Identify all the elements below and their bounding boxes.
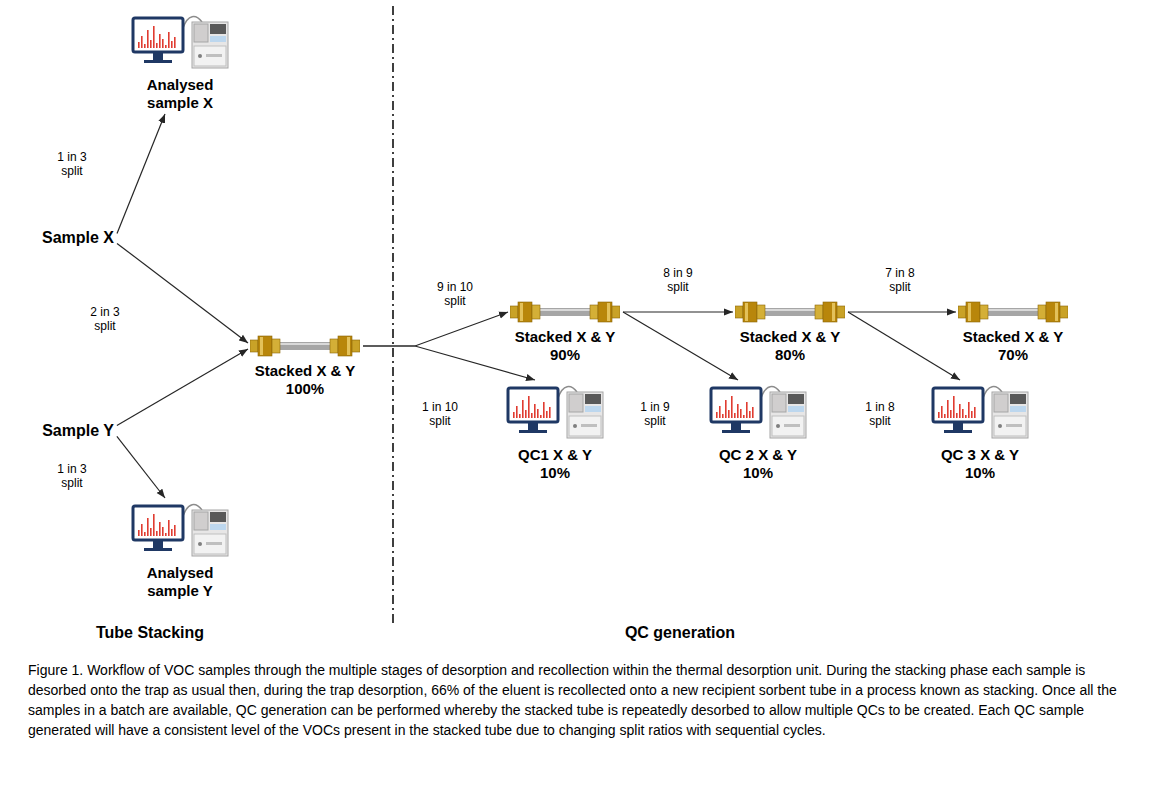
node-label: 100% — [250, 380, 360, 398]
computer-icon — [505, 382, 605, 442]
section-divider — [392, 6, 394, 624]
sample-source: Sample X — [42, 229, 114, 247]
node-label: 80% — [735, 346, 845, 364]
flow-arrow — [848, 312, 960, 380]
section-label: Tube Stacking — [96, 624, 204, 642]
split-ratio-text: 1 in 10 split — [417, 400, 463, 428]
flow-arrow — [117, 436, 165, 498]
node-label: Stacked X & Y — [510, 328, 620, 346]
computer-icon — [130, 12, 230, 72]
node-label: 90% — [510, 346, 620, 364]
sorbent-tube-icon — [510, 300, 620, 324]
flow-arrow — [117, 114, 165, 234]
node-label: Stacked X & Y — [735, 328, 845, 346]
section-label-text: Tube Stacking — [96, 624, 204, 642]
split-ratio-text: 8 in 9 split — [655, 266, 701, 294]
stacked-tube: Stacked X & Y70% — [958, 300, 1068, 364]
node-label: Analysed sample X — [135, 76, 225, 112]
split-ratio-label: 8 in 9 split — [655, 266, 701, 294]
node-label: 10% — [708, 464, 808, 482]
split-ratio-label: 1 in 9 split — [632, 400, 678, 428]
section-label: QC generation — [625, 624, 735, 642]
stacked-tube: Stacked X & Y80% — [735, 300, 845, 364]
node-label: Stacked X & Y — [958, 328, 1068, 346]
split-ratio-text: 7 in 8 split — [877, 266, 923, 294]
flow-arrow — [363, 346, 535, 380]
node-label: 10% — [930, 464, 1030, 482]
stacked-tube: Stacked X & Y90% — [510, 300, 620, 364]
node-label: QC 2 X & Y — [708, 446, 808, 464]
split-ratio-label: 2 in 3 split — [82, 305, 128, 333]
sorbent-tube-icon — [735, 300, 845, 324]
node-label: 70% — [958, 346, 1068, 364]
stacked-tube: Stacked X & Y100% — [250, 334, 360, 398]
flow-arrow — [623, 312, 738, 380]
flow-arrow — [623, 311, 733, 312]
node-label: QC 3 X & Y — [930, 446, 1030, 464]
flow-arrow — [848, 311, 956, 312]
analysis-station: Analysed sample X — [130, 12, 230, 112]
node-label: Stacked X & Y — [250, 362, 360, 380]
sample-source: Sample Y — [42, 422, 114, 440]
flow-arrow — [363, 312, 508, 346]
split-ratio-label: 9 in 10 split — [432, 280, 478, 308]
qc-station: QC1 X & Y10% — [505, 382, 605, 482]
computer-icon — [130, 500, 230, 560]
sorbent-tube-icon — [250, 334, 360, 358]
split-ratio-label: 7 in 8 split — [877, 266, 923, 294]
figure-caption: Figure 1. Workflow of VOC samples throug… — [28, 660, 1143, 740]
qc-station: QC 2 X & Y10% — [708, 382, 808, 482]
flow-arrow — [117, 349, 248, 426]
node-label: QC1 X & Y — [505, 446, 605, 464]
split-ratio-label: 1 in 3 split — [49, 150, 95, 178]
split-ratio-text: 1 in 3 split — [49, 462, 95, 490]
split-ratio-text: 1 in 3 split — [49, 150, 95, 178]
split-ratio-text: 9 in 10 split — [432, 280, 478, 308]
split-ratio-text: 1 in 8 split — [857, 400, 903, 428]
node-label: Sample X — [42, 229, 114, 247]
split-ratio-text: 2 in 3 split — [82, 305, 128, 333]
node-label: 10% — [505, 464, 605, 482]
node-label: Sample Y — [42, 422, 114, 440]
split-ratio-text: 1 in 9 split — [632, 400, 678, 428]
split-ratio-label: 1 in 3 split — [49, 462, 95, 490]
section-label-text: QC generation — [625, 624, 735, 642]
caption-text: Figure 1. Workflow of VOC samples throug… — [28, 660, 1143, 740]
node-label: Analysed sample Y — [135, 564, 225, 600]
qc-station: QC 3 X & Y10% — [930, 382, 1030, 482]
analysis-station: Analysed sample Y — [130, 500, 230, 600]
computer-icon — [708, 382, 808, 442]
computer-icon — [930, 382, 1030, 442]
flow-arrow — [117, 243, 248, 343]
split-ratio-label: 1 in 10 split — [417, 400, 463, 428]
sorbent-tube-icon — [958, 300, 1068, 324]
split-ratio-label: 1 in 8 split — [857, 400, 903, 428]
